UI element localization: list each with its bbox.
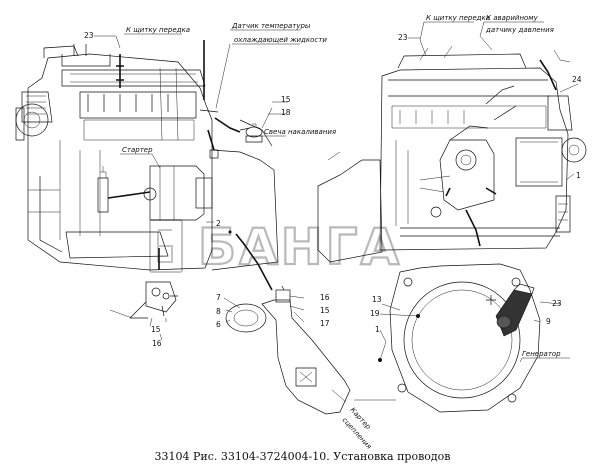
label-emergency-sensor-2: датчику давления — [485, 26, 554, 34]
label-coolant-sensor-1: Датчик температуры — [231, 22, 311, 30]
callout-16-mid: 16 — [320, 293, 330, 302]
callout-23-right-top: 23 — [398, 33, 408, 42]
label-coolant-sensor-2: охлаждающей жидкости — [234, 36, 327, 44]
callout-2: 2 — [216, 219, 221, 228]
callout-1-bottom: 1 — [375, 325, 380, 334]
left-engine-drawing — [15, 44, 383, 271]
callout-18-top: 18 — [281, 108, 291, 117]
generator-flange — [389, 263, 541, 413]
label-emergency-sensor-1: К аварийному — [486, 14, 539, 22]
callout-9: 9 — [546, 317, 551, 326]
watermark: БАНГА — [149, 217, 402, 277]
clutch-housing-detail — [225, 285, 351, 415]
callout-15-bottom: 15 — [151, 325, 161, 334]
callout-23-left: 23 — [84, 31, 94, 40]
right-harness — [445, 59, 557, 247]
label-to-headlight-right: К щитку передка — [426, 14, 490, 22]
callout-6: 6 — [216, 320, 221, 329]
callout-15-mid: 15 — [320, 306, 330, 315]
label-glow-plug: Свеча накаливания — [264, 128, 336, 136]
callout-16-bottom: 16 — [152, 339, 162, 348]
right-engine-drawing — [379, 45, 587, 251]
label-starter: Стартер — [122, 146, 153, 154]
callout-1-right: 1 — [576, 171, 581, 180]
label-generator: Генератор — [522, 350, 561, 358]
leader-lines — [94, 21, 579, 403]
callout-23-right-bottom: 23 — [552, 299, 562, 308]
callout-7: 7 — [216, 293, 221, 302]
callout-19: 19 — [370, 309, 380, 318]
connector-detail — [129, 281, 178, 319]
callout-15-top: 15 — [281, 95, 291, 104]
figure-caption: 33104 Рис. 33104-3724004-10. Установка п… — [154, 450, 451, 463]
glow-plug-part — [239, 123, 263, 143]
callout-17: 17 — [320, 319, 330, 328]
left-harness — [107, 40, 273, 291]
label-to-headlight-left: К щитку передка — [126, 26, 190, 34]
callout-13: 13 — [372, 295, 382, 304]
callout-24: 24 — [572, 75, 582, 84]
watermark-text: БАНГА — [198, 218, 402, 276]
callout-8: 8 — [216, 307, 221, 316]
